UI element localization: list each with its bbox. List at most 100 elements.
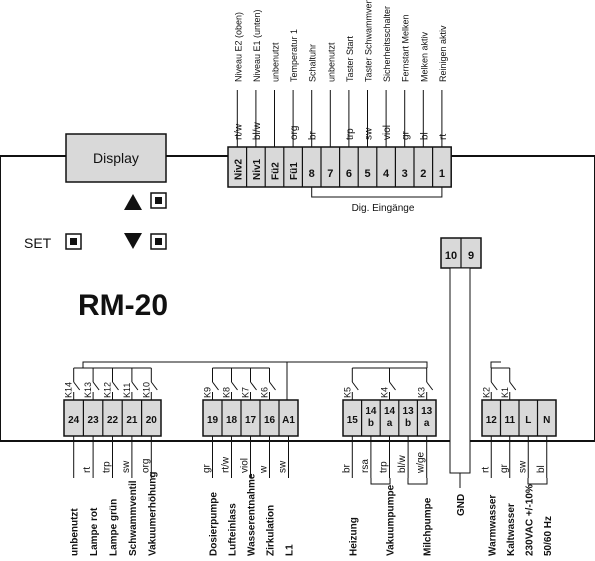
output-terminal-label: 22: [107, 415, 119, 426]
relay-label: K9: [203, 387, 213, 398]
output-wire-color-label: trp: [379, 461, 390, 473]
relay-contact: [231, 381, 238, 391]
output-signal-label: Lufteinlass: [228, 503, 239, 556]
top-signal-label: Melken aktiv: [419, 31, 429, 82]
common-feed-line: [490, 361, 501, 368]
down-button[interactable]: [150, 233, 167, 250]
relay-contact: [490, 381, 498, 391]
output-signal-label: 50/60 Hz: [543, 516, 554, 556]
relay-label: K2: [481, 387, 491, 398]
output-terminal-label: 16: [264, 415, 276, 426]
top-wire-color-label: viol: [382, 125, 393, 140]
top-signal-label: Taster Start: [345, 35, 355, 82]
output-wire-color-label: bl/w: [397, 454, 408, 473]
top-signal-label: Taster Schwammventil: [364, 0, 374, 82]
top-terminal-label: 8: [309, 168, 315, 180]
gnd-bridge: [449, 267, 471, 474]
output-signal-label: 230VAC +/-10%: [524, 484, 535, 556]
output-signal-label: L1: [285, 544, 296, 556]
relay-label: K1: [500, 387, 510, 398]
output-signal-label: Lampe grün: [109, 499, 120, 556]
output-terminal-label: 12: [486, 415, 498, 426]
device-housing-outline: [0, 155, 595, 442]
top-wire-color-label: org: [289, 126, 300, 140]
top-signal-label: Fernstart Melken: [401, 14, 411, 82]
top-terminal-label: 6: [346, 168, 352, 180]
output-signal-label: Vakuumerhöhung: [147, 472, 158, 556]
top-terminal-label: Fü1: [289, 162, 300, 180]
gnd-terminal-label: 9: [468, 250, 474, 262]
relay-contact: [389, 381, 396, 391]
relay-contact: [112, 381, 119, 391]
top-terminal-label: Niv1: [252, 158, 263, 180]
top-signal-label: Sicherheitsschalter: [382, 6, 392, 82]
top-terminal-label: 1: [439, 168, 445, 180]
top-wire-color-label: bl: [419, 132, 430, 140]
output-signal-label: Zirkulation: [266, 505, 277, 556]
output-wire-color-label: gr: [202, 463, 213, 473]
gnd-label: GND: [456, 494, 467, 516]
output-terminal-label: 17: [245, 415, 257, 426]
top-wire-color-label: sw: [364, 127, 375, 140]
relay-label: K7: [241, 387, 251, 398]
relay-contact: [73, 381, 81, 391]
top-terminal-label: 5: [364, 168, 370, 180]
digital-inputs-label: Dig. Eingänge: [352, 203, 415, 214]
top-wire-color-label: rt: [438, 134, 449, 140]
top-terminal-label: 2: [420, 168, 426, 180]
output-signal-label: Heizung: [348, 517, 359, 556]
output-signal-label: unbenutzt: [70, 508, 81, 556]
output-wire-color-label: rt: [480, 467, 491, 473]
pair-bracket: [527, 478, 548, 485]
output-signal-label: Schwammventil: [128, 480, 139, 556]
pair-bracket: [370, 478, 391, 485]
relay-label: K4: [380, 387, 390, 398]
relay-label: K10: [141, 382, 151, 398]
relay-label: K13: [83, 382, 93, 398]
common-feed-line: [82, 361, 288, 400]
top-signal-label: Schaltuhr: [308, 44, 318, 82]
output-wire-color-label: sw: [121, 460, 132, 473]
relay-label: K5: [342, 387, 352, 398]
down-arrow-icon: [124, 233, 142, 249]
output-wire-color-label: bl: [536, 465, 547, 473]
top-wire-color-label: bl/w: [252, 121, 263, 140]
top-signal-label: unbenutzt: [271, 42, 281, 82]
output-signal-label: Lampe rot: [89, 507, 100, 556]
up-button[interactable]: [150, 192, 167, 209]
top-wire-color-label: trp: [345, 128, 356, 140]
top-terminal-label: 4: [383, 168, 390, 180]
output-wire-color-label: gr: [499, 463, 510, 473]
relay-contact: [212, 381, 219, 391]
output-terminal-label: 20: [146, 415, 158, 426]
output-terminal-label: 23: [88, 415, 100, 426]
output-signal-label: Warmwasser: [487, 495, 498, 556]
relay-label: K8: [222, 387, 232, 398]
top-terminal-label: Fü2: [271, 162, 282, 180]
relay-contact: [509, 381, 517, 391]
output-wire-color-label: br: [341, 463, 352, 473]
relay-contact: [426, 381, 434, 391]
top-signal-label: Reinigen aktiv: [438, 25, 448, 82]
output-signal-label: Kaltwasser: [506, 503, 517, 556]
set-button[interactable]: [65, 233, 82, 250]
output-terminal-label: L: [525, 415, 531, 426]
output-wire-color-label: rt/w: [221, 456, 232, 473]
output-wire-color-label: rt: [82, 467, 93, 473]
output-wire-color-label: w/ge: [416, 451, 427, 474]
relay-contact: [269, 381, 276, 391]
output-terminal-label: 11: [504, 415, 515, 426]
gnd-terminal-label: 10: [445, 250, 457, 262]
relay-contact: [351, 381, 359, 391]
top-terminal-label: Niv2: [233, 158, 244, 180]
top-terminal-label: 7: [327, 168, 333, 180]
relay-label: K3: [417, 387, 427, 398]
relay-contact: [131, 381, 139, 391]
